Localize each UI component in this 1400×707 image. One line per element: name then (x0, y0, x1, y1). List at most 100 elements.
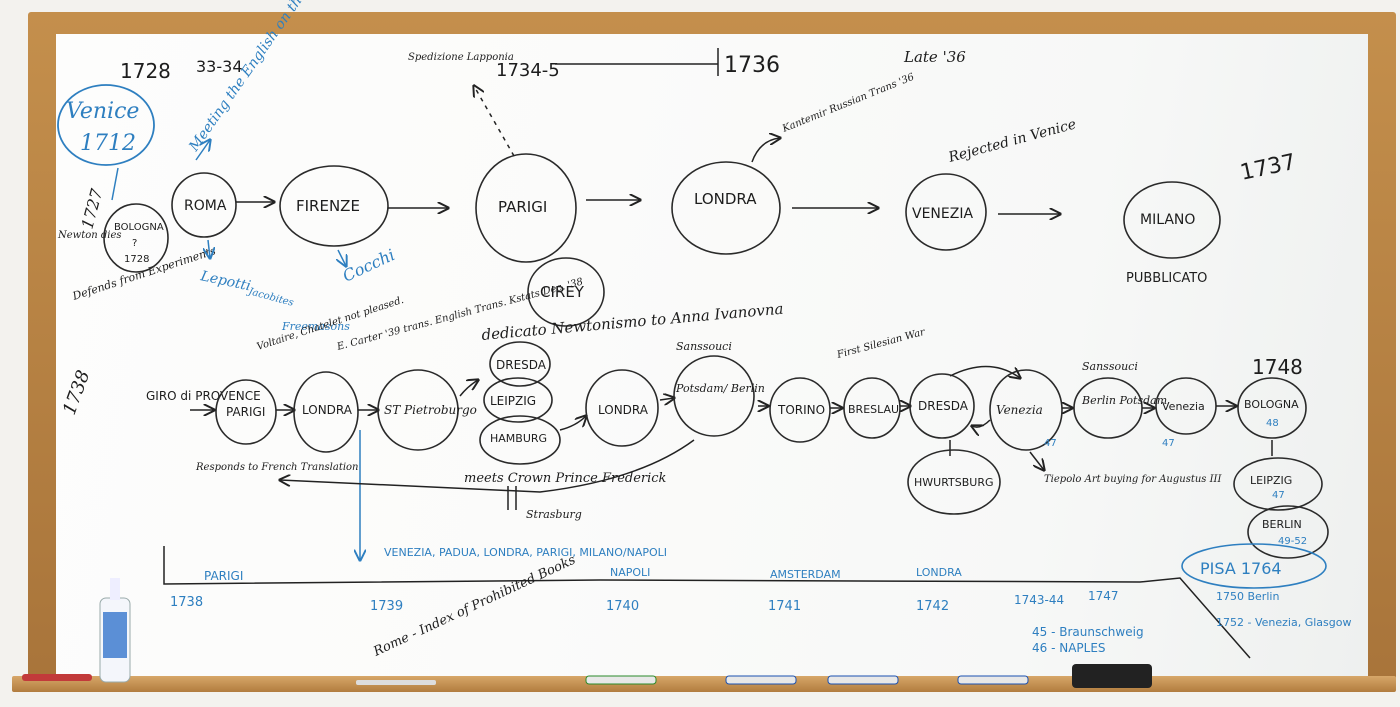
first-silesian-note: First Silesian War (835, 327, 927, 362)
tl-1742: 1742 (916, 599, 949, 614)
tiepolo-note: Tiepolo Art buying for Augustus III (1044, 474, 1223, 485)
tl-1747: 1747 (1088, 589, 1119, 603)
responds-note: Responds to French Translation (195, 462, 359, 473)
breslau-label: BRESLAU (848, 403, 899, 416)
year-1748: 1748 (1252, 355, 1303, 379)
tl-venezia-group: VENEZIA, PADUA, LONDRA, PARIGI, MILANO/N… (384, 546, 667, 559)
tl-venezia-1752: 1752 - Venezia, Glasgow (1216, 616, 1351, 629)
venice-year: 1712 (80, 131, 136, 156)
freemasons-note: Freemasons (281, 320, 350, 333)
dresda1-label: DRESDA (496, 358, 547, 372)
node-berlin (1247, 505, 1329, 559)
tl-1738: 1738 (170, 595, 203, 610)
tl-parigi: PARIGI (204, 569, 243, 583)
torino-label: TORINO (777, 403, 825, 417)
venezia-mid-label: Venezia (996, 403, 1043, 417)
arrow-stp-dresda (459, 380, 478, 397)
n47-b: 47 (1162, 438, 1175, 449)
year-1727: 1727 (78, 186, 107, 231)
year-1737: 1737 (1238, 150, 1298, 186)
node-londra-mid (293, 371, 359, 453)
tl-londra: LONDRA (916, 566, 962, 579)
year-1736: 1736 (724, 53, 780, 78)
tl-1741: 1741 (768, 599, 801, 614)
node-bologna-mid (1237, 377, 1307, 439)
year-1734-5: 1734-5 (496, 60, 560, 81)
node-leipzig-1 (483, 377, 553, 423)
sanssouci-2: Sanssouci (1082, 360, 1138, 373)
node-cirey (527, 257, 605, 327)
blue-marker-3-icon (957, 675, 1029, 685)
jacobites-note: Jacobites (245, 286, 294, 309)
meets-crown-note: meets Crown Prince Frederick (464, 471, 667, 486)
node-roma (171, 172, 237, 238)
venice-connector (111, 167, 119, 201)
arrow-lapponia (474, 86, 515, 157)
parigi-label: PARIGI (498, 198, 547, 216)
sanssouci-1: Sanssouci (676, 340, 732, 353)
node-venezia-top (905, 173, 987, 251)
firenze-label: FIRENZE (296, 197, 360, 215)
node-potsdam (673, 355, 755, 437)
newton-dies-note: Newton dies (57, 230, 122, 241)
bologna-mid-label: BOLOGNA (1244, 398, 1299, 411)
tl-1739: 1739 (370, 599, 403, 614)
tl-1740: 1740 (606, 599, 639, 614)
venezia2-label: Venezia (1162, 400, 1205, 413)
late-36-note: Late '36 (903, 48, 966, 66)
kantemir-note: Kantemir Russian Trans '36 (780, 71, 916, 135)
node-st-pietroburgo (377, 369, 459, 451)
meeting-english-note: Meeting the English on the Grand Tour (186, 0, 360, 155)
londra-label: LONDRA (694, 190, 757, 208)
spray-bottle-icon (99, 578, 131, 683)
arrow-dresda-venezia-top (949, 365, 1020, 378)
node-wurtsburg (907, 449, 1001, 515)
whiteboard-surface (56, 34, 1368, 676)
timeline-line (163, 546, 1251, 659)
milano-label: MILANO (1140, 212, 1195, 228)
roma-label: ROMA (184, 198, 227, 214)
leipzig1-label: LEIPZIG (490, 394, 536, 408)
arrow-kantemir (751, 138, 780, 163)
londra2-label: LONDRA (598, 403, 649, 417)
arrow-roma-lepotti (208, 239, 210, 258)
node-dresda-2 (909, 373, 975, 439)
tl-naples: 46 - NAPLES (1032, 641, 1106, 655)
potsdam-label: Potsdam/ Berlin (675, 382, 765, 395)
blue-marker-icon (725, 675, 797, 685)
bologna-mid-sub: 48 (1266, 418, 1279, 429)
node-bologna-top (103, 203, 169, 273)
berlin-label: BERLIN (1262, 518, 1302, 531)
arrow-tiepolo (1029, 451, 1044, 470)
dresda2-label: DRESDA (918, 399, 969, 413)
venice-1712-circle (57, 84, 155, 166)
arrow-venezia-dresda-back (972, 419, 991, 427)
node-leipzig-2 (1233, 457, 1323, 511)
defends-note: Defends from Experiments (70, 244, 218, 303)
spedizione-note: Spedizione Lapponia (408, 52, 514, 63)
londra-mid-label: LONDRA (302, 403, 353, 417)
arrow-hamburg-londra (559, 416, 586, 431)
dedicated-note: dedicato Newtonismo to Anna Ivanovna (481, 300, 784, 344)
pubblicato-note: PUBBLICATO (1126, 271, 1207, 286)
tl-pisa: PISA 1764 (1200, 559, 1282, 578)
eraser-icon (1072, 664, 1152, 688)
n47-a: 47 (1044, 438, 1057, 449)
blue-marker-2-icon (827, 675, 899, 685)
wurtsburg-label: HWURTSBURG (914, 476, 994, 489)
node-torino (769, 377, 831, 443)
arrow-potsdam-back (280, 439, 695, 493)
pen-icon (356, 680, 436, 685)
bologna-q: ? (132, 238, 137, 249)
bologna-year: 1728 (124, 254, 149, 265)
node-hamburg (479, 415, 561, 465)
pisa-oval (1181, 543, 1327, 589)
cocchi-note: Cocchi (340, 245, 398, 286)
year-33-34: 33-34 (196, 57, 243, 76)
node-londra-2 (585, 369, 659, 447)
berlin-potsdam-label: Berlin Potsdam (1081, 394, 1167, 407)
leipzig2-label: LEIPZIG (1250, 474, 1292, 487)
giro-provence: GIRO di PROVENCE (146, 389, 261, 403)
parigi-mid-label: PARIGI (226, 405, 265, 419)
